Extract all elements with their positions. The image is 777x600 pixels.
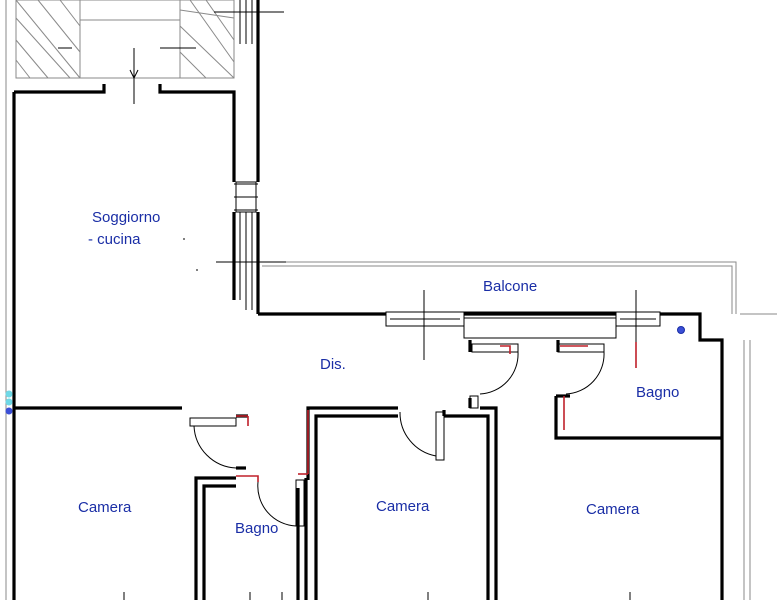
dimension-ticks	[123, 238, 631, 600]
marker-cyan-1-icon	[5, 390, 13, 398]
label-camera-left: Camera	[78, 499, 132, 516]
fixtures	[5, 326, 685, 415]
label-camera-right: Camera	[586, 501, 640, 518]
windows	[214, 0, 661, 360]
label-camera-center: Camera	[376, 498, 430, 515]
label-bagno-right: Bagno	[636, 384, 679, 401]
marker-blue-icon	[5, 407, 13, 415]
doors	[189, 342, 637, 527]
label-bagno-center: Bagno	[235, 520, 278, 537]
room-labels: Soggiorno - cucina Balcone Dis. Bagno Ca…	[78, 209, 679, 537]
balcony-outline	[5, 0, 777, 600]
walls	[12, 0, 724, 600]
marker-cyan-2-icon	[5, 398, 13, 406]
label-dis: Dis.	[320, 356, 346, 373]
staircase	[15, 0, 235, 104]
outlet-dot-icon	[677, 326, 685, 334]
label-soggiorno: Soggiorno - cucina	[88, 209, 165, 248]
label-balcone: Balcone	[483, 278, 537, 295]
